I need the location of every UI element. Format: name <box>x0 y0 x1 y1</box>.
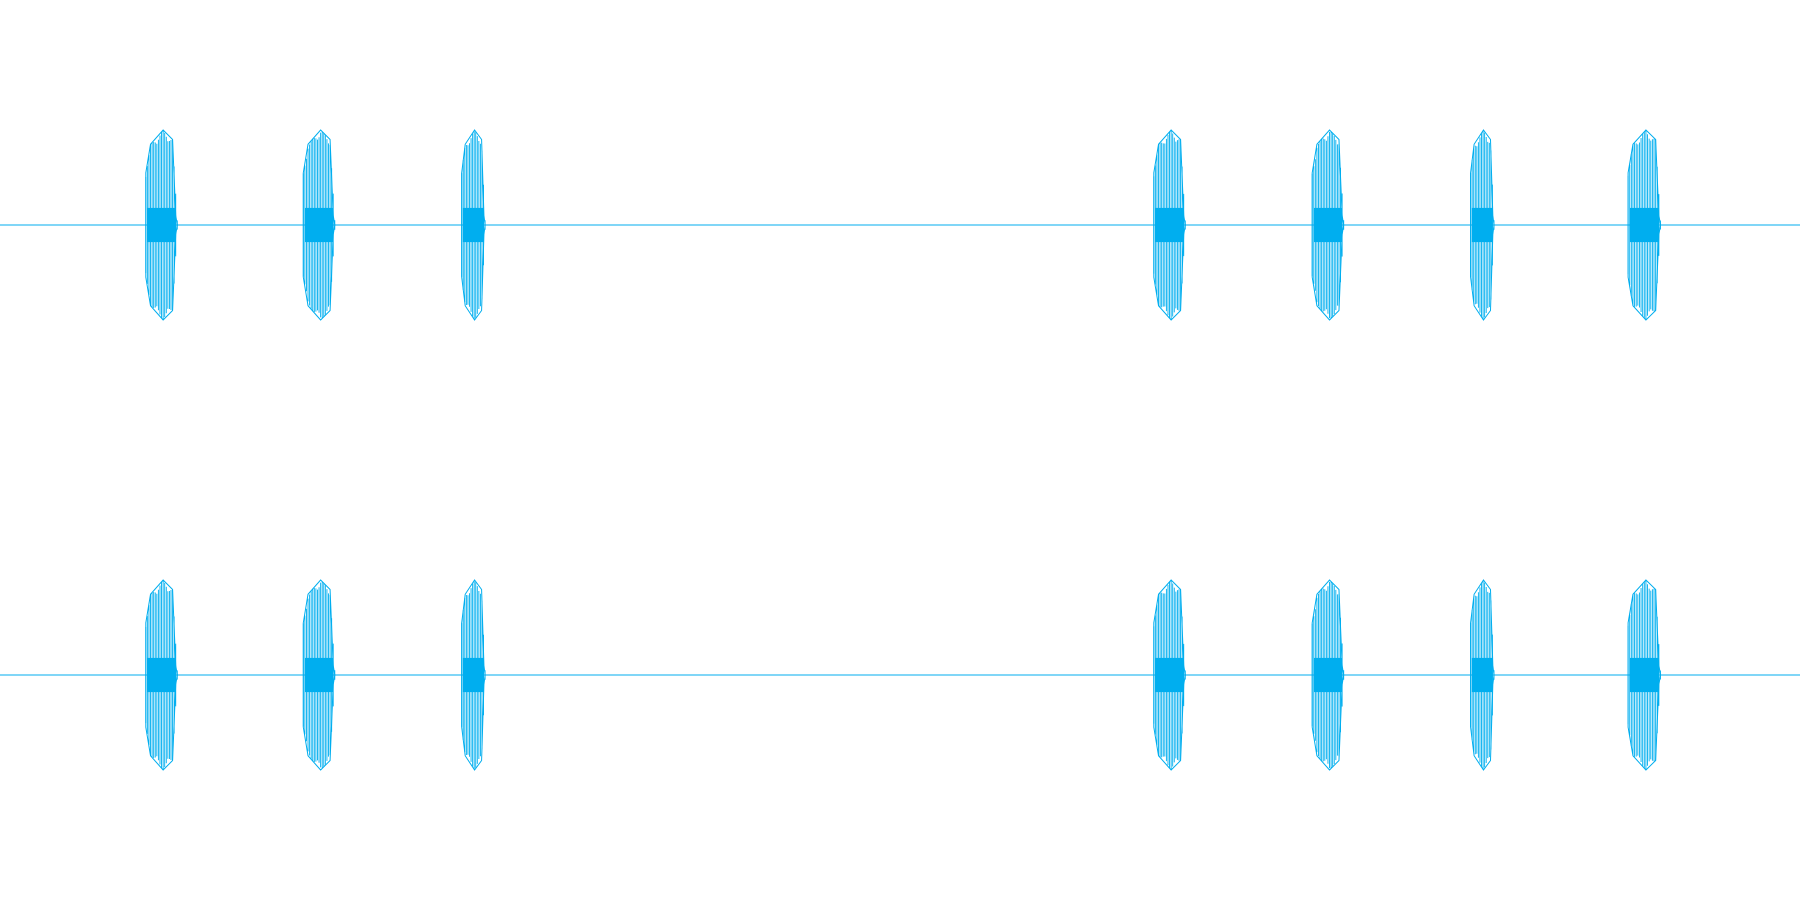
channel-2-burst-2 <box>302 579 336 771</box>
channel-1-burst-6 <box>1470 129 1495 321</box>
channel-1-burst-5 <box>1311 129 1345 321</box>
channel-1-bursts <box>145 129 1662 321</box>
burst-core <box>1313 657 1343 693</box>
burst-core <box>1629 657 1659 693</box>
channel-1-burst-4 <box>1153 129 1186 321</box>
burst-core <box>147 657 176 693</box>
channel-2-burst-5 <box>1311 579 1345 771</box>
channel-2-burst-4 <box>1153 579 1186 771</box>
channel-1-burst-1 <box>145 129 178 321</box>
channel-1-burst-3 <box>461 129 486 321</box>
burst-core <box>462 207 484 243</box>
channel-2-burst-6 <box>1470 579 1495 771</box>
burst-core <box>462 657 484 693</box>
burst-core <box>1155 657 1184 693</box>
channel-1-burst-7 <box>1627 129 1662 321</box>
burst-core <box>1155 207 1184 243</box>
burst-core <box>1471 657 1493 693</box>
channel-2-track[interactable] <box>0 579 1800 771</box>
burst-core <box>147 207 176 243</box>
channel-1-track[interactable] <box>0 129 1800 321</box>
channel-1-burst-2 <box>302 129 336 321</box>
channel-2-bursts <box>145 579 1662 771</box>
channel-2-burst-7 <box>1627 579 1662 771</box>
burst-core <box>1313 207 1343 243</box>
channel-2-burst-1 <box>145 579 178 771</box>
burst-core <box>304 207 334 243</box>
channel-2-burst-3 <box>461 579 486 771</box>
burst-core <box>304 657 334 693</box>
burst-core <box>1629 207 1659 243</box>
burst-core <box>1471 207 1493 243</box>
